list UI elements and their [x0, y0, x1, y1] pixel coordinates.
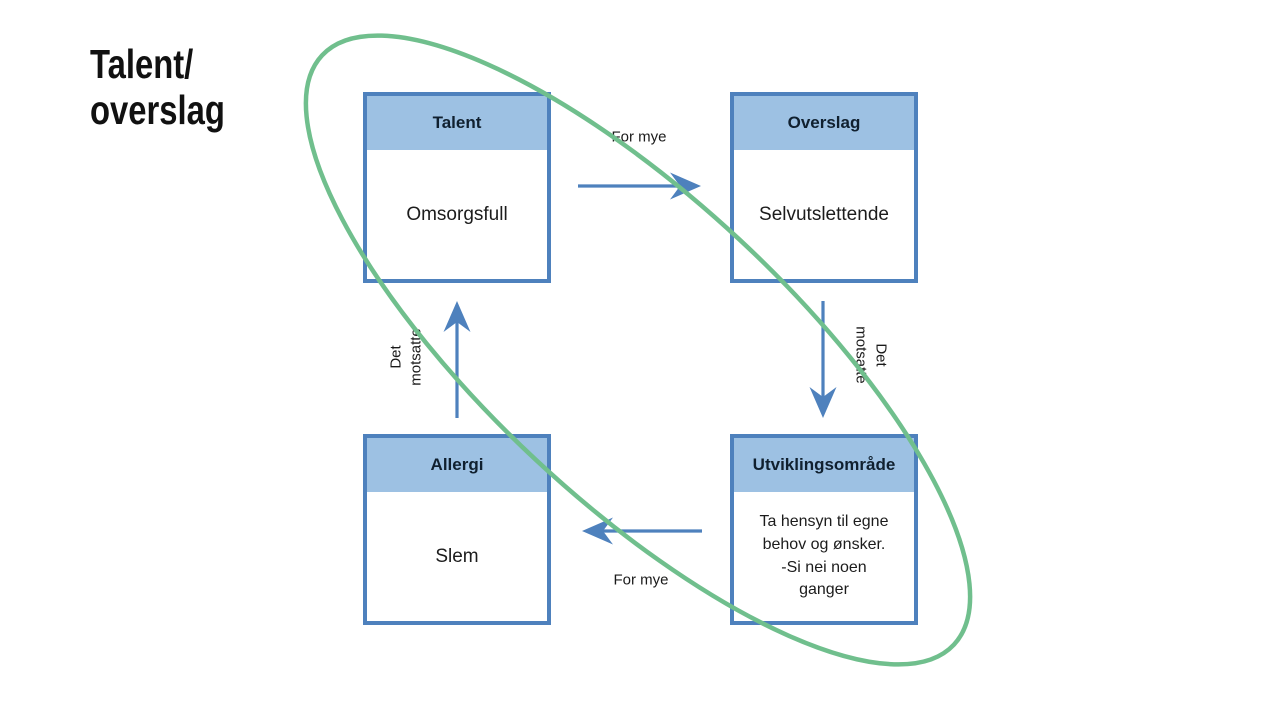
top-arrow-label: For mye: [611, 128, 667, 146]
highlight-ellipse: [303, 33, 973, 667]
arrow-allergi-to-talent: [443, 301, 471, 418]
arrow-overslag-to-utviklingsomrade: [809, 301, 837, 418]
arrow-utviklingsomrade-to-allergi: [582, 517, 702, 545]
arrow-talent-to-overslag: [578, 172, 701, 200]
allergi-box[interactable]: Allergi Slem: [363, 434, 551, 625]
talent-box[interactable]: Talent Omsorgsfull: [363, 92, 551, 283]
overslag-box-body: Selvutslettende: [759, 203, 889, 225]
utviklingsomrade-box-header: Utviklingsområde: [734, 438, 914, 492]
slide-title: Talent/ overslag: [90, 41, 225, 133]
talent-box-body: Omsorgsfull: [406, 203, 508, 225]
utviklingsomrade-box-body: Ta hensyn til egne behov og ønsker. -Si …: [759, 513, 889, 599]
right-arrow-label: Det motsatte: [853, 326, 890, 384]
allergi-box-header: Allergi: [367, 438, 547, 492]
utviklingsomrade-box[interactable]: Utviklingsområde Ta hensyn til egne beho…: [730, 434, 918, 625]
talent-box-header: Talent: [367, 96, 547, 150]
overslag-box[interactable]: Overslag Selvutslettende: [730, 92, 918, 283]
overslag-box-header: Overslag: [734, 96, 914, 150]
bottom-arrow-label: For mye: [613, 571, 669, 589]
left-arrow-label: Det motsatte: [387, 328, 425, 386]
allergi-box-body: Slem: [435, 545, 479, 567]
